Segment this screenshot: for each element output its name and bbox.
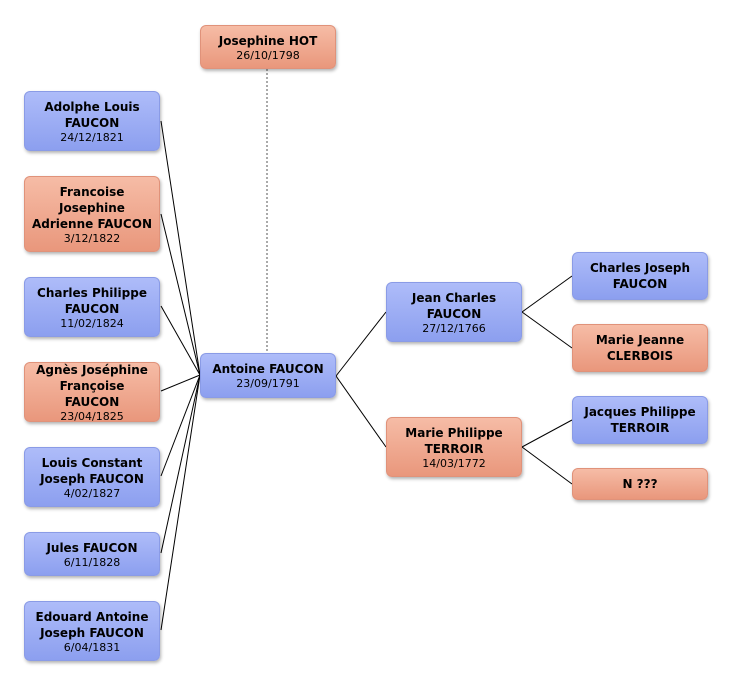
person-marie-jeanne-clerbois[interactable]: Marie Jeanne CLERBOIS xyxy=(572,324,708,372)
person-agnes-josephine-francoise-faucon[interactable]: Agnès Joséphine Françoise FAUCON 23/04/1… xyxy=(24,362,160,423)
person-francoise-josephine-adrienne-faucon[interactable]: Francoise Josephine Adrienne FAUCON 3/12… xyxy=(24,176,160,252)
person-name: Edouard Antoine Joseph FAUCON xyxy=(35,609,149,640)
person-date: 14/03/1772 xyxy=(422,456,486,470)
person-name: Adolphe Louis FAUCON xyxy=(44,99,140,130)
person-name: Louis Constant Joseph FAUCON xyxy=(40,455,144,486)
person-name: Marie Philippe TERROIR xyxy=(405,425,503,456)
person-name: Josephine HOT xyxy=(218,33,318,48)
father-link xyxy=(335,311,387,377)
person-name: Jean Charles FAUCON xyxy=(411,290,497,321)
person-jules-faucon[interactable]: Jules FAUCON 6/11/1828 xyxy=(24,532,160,576)
person-name: Agnès Joséphine Françoise FAUCON xyxy=(36,362,148,409)
person-adolphe-louis-faucon[interactable]: Adolphe Louis FAUCON 24/12/1821 xyxy=(24,91,160,151)
person-date: 26/10/1798 xyxy=(236,48,300,62)
person-date: 3/12/1822 xyxy=(63,231,121,245)
mother-link xyxy=(335,375,387,448)
maternal-grandfather-link xyxy=(521,419,573,448)
person-jean-charles-faucon[interactable]: Jean Charles FAUCON 27/12/1766 xyxy=(386,282,522,342)
paternal-grandmother-link xyxy=(521,311,573,349)
person-name: Charles Philippe FAUCON xyxy=(37,285,147,316)
child-link-5 xyxy=(160,374,201,477)
person-name: Marie Jeanne CLERBOIS xyxy=(595,333,685,363)
child-link-7 xyxy=(160,374,201,631)
child-link-3 xyxy=(160,305,201,376)
person-name: Antoine FAUCON xyxy=(212,362,324,376)
paternal-grandfather-link xyxy=(521,275,573,313)
person-date: 24/12/1821 xyxy=(60,130,124,144)
person-date: 11/02/1824 xyxy=(60,316,124,330)
person-josephine-hot[interactable]: Josephine HOT 26/10/1798 xyxy=(200,25,336,69)
person-charles-philippe-faucon[interactable]: Charles Philippe FAUCON 11/02/1824 xyxy=(24,277,160,337)
person-name: Jules FAUCON xyxy=(46,540,138,555)
person-name: N ??? xyxy=(622,477,658,491)
person-date: 23/09/1791 xyxy=(236,377,300,390)
person-louis-constant-joseph-faucon[interactable]: Louis Constant Joseph FAUCON 4/02/1827 xyxy=(24,447,160,507)
child-link-2 xyxy=(160,213,201,376)
person-date: 6/11/1828 xyxy=(63,555,121,569)
person-charles-joseph-faucon[interactable]: Charles Joseph FAUCON xyxy=(572,252,708,300)
person-unknown[interactable]: N ??? xyxy=(572,468,708,500)
person-name: Charles Joseph FAUCON xyxy=(589,261,691,291)
person-antoine-faucon[interactable]: Antoine FAUCON 23/09/1791 xyxy=(200,353,336,398)
person-edouard-antoine-joseph-faucon[interactable]: Edouard Antoine Joseph FAUCON 6/04/1831 xyxy=(24,601,160,661)
person-marie-philippe-terroir[interactable]: Marie Philippe TERROIR 14/03/1772 xyxy=(386,417,522,477)
child-link-4 xyxy=(160,374,201,392)
maternal-grandmother-link xyxy=(521,446,573,485)
person-name: Francoise Josephine Adrienne FAUCON xyxy=(32,184,152,231)
person-date: 4/02/1827 xyxy=(63,486,121,500)
person-jacques-philippe-terroir[interactable]: Jacques Philippe TERROIR xyxy=(572,396,708,444)
person-name: Jacques Philippe TERROIR xyxy=(584,405,696,435)
child-link-6 xyxy=(160,374,201,554)
person-date: 27/12/1766 xyxy=(422,321,486,335)
child-link-1 xyxy=(160,120,201,376)
person-date: 23/04/1825 xyxy=(60,409,124,423)
person-date: 6/04/1831 xyxy=(63,640,121,654)
